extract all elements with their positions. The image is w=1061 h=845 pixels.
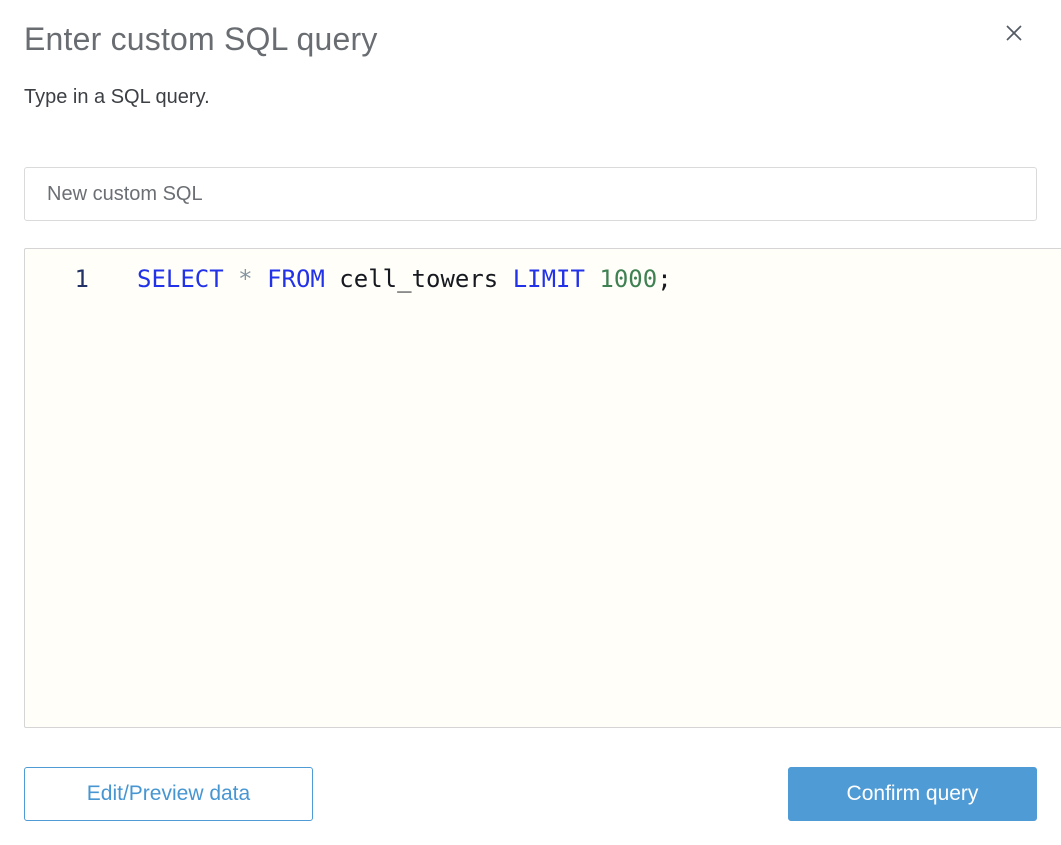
confirm-query-button[interactable]: Confirm query	[788, 767, 1037, 821]
sql-token-number: 1000	[599, 265, 658, 293]
dialog-title: Enter custom SQL query	[24, 21, 378, 57]
dialog-subtitle: Type in a SQL query.	[24, 86, 210, 108]
code-line: 1 SELECT * FROM cell_towers LIMIT 1000;	[25, 264, 1061, 294]
dialog-footer: Edit/Preview data Confirm query	[24, 767, 1037, 821]
edit-preview-data-button[interactable]: Edit/Preview data	[24, 767, 313, 821]
close-icon	[1003, 22, 1025, 44]
sql-token-plain	[585, 265, 599, 293]
sql-token-plain: cell_towers	[324, 265, 513, 293]
sql-token-keyword: SELECT	[137, 265, 224, 293]
sql-code-editor[interactable]: 1 SELECT * FROM cell_towers LIMIT 1000;	[24, 248, 1061, 728]
line-number: 1	[74, 265, 89, 293]
custom-sql-name-input[interactable]	[24, 167, 1037, 221]
sql-token-plain: ;	[657, 265, 672, 293]
sql-token-operator: *	[238, 265, 253, 293]
sql-token-keyword: LIMIT	[512, 265, 585, 293]
sql-token-plain	[253, 265, 267, 293]
sql-token-keyword: FROM	[267, 265, 325, 293]
sql-token-plain	[224, 265, 238, 293]
close-button[interactable]	[1001, 20, 1027, 46]
sql-statement: SELECT * FROM cell_towers LIMIT 1000;	[89, 264, 672, 294]
